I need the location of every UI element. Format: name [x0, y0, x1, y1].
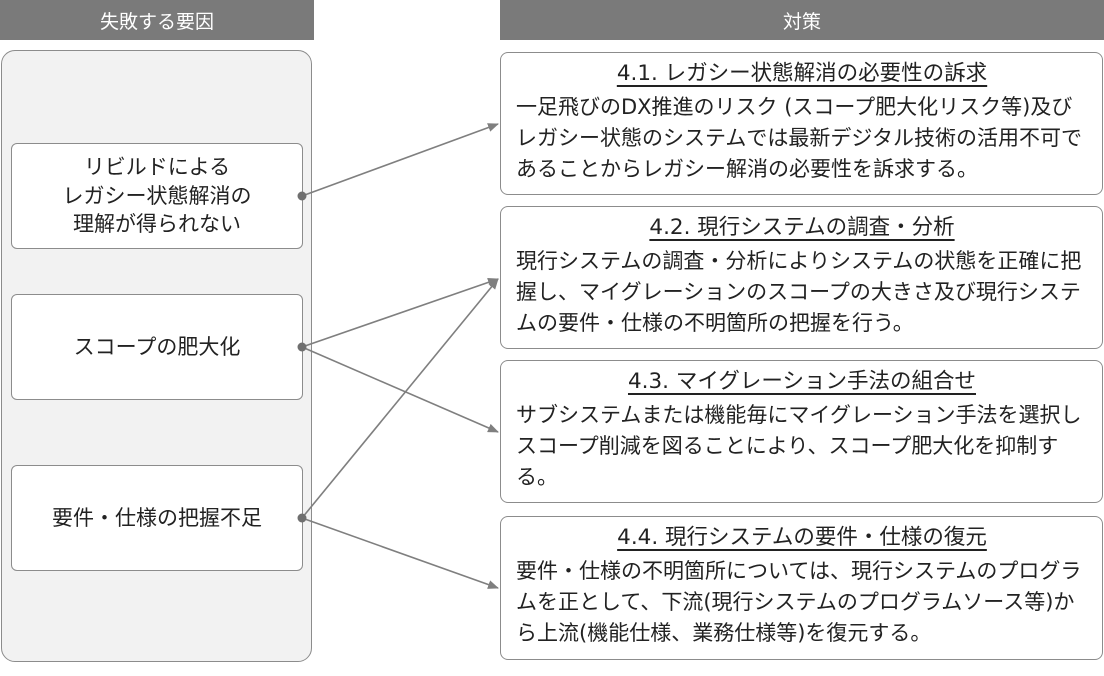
measure-title: 4.4. 現行システムの要件・仕様の復元 — [617, 525, 987, 550]
connector-origin-dot — [297, 191, 307, 201]
causes-header: 失敗する要因 — [0, 0, 314, 40]
measure-title: 4.3. マイグレーション手法の組合せ — [627, 369, 976, 394]
connector-arrow — [301, 517, 499, 589]
measure-title: 4.2. 現行システムの調査・分析 — [649, 215, 955, 240]
cause-line: スコープの肥大化 — [73, 334, 241, 359]
connector-origin-dot — [297, 342, 307, 352]
cause-box-rebuild-understanding: リビルドによる レガシー状態解消の 理解が得られない — [11, 143, 303, 249]
measure-box-4-3: 4.3. マイグレーション手法の組合せ サブシステムまたは機能毎にマイグレーショ… — [500, 360, 1103, 503]
measure-body: サブシステムまたは機能毎にマイグレーション手法を選択しスコープ削減を図ることによ… — [516, 403, 1082, 489]
connector-arrow — [301, 278, 499, 519]
measure-body: 一足飛びのDX推進のリスク (スコープ肥大化リスク等)及びレガシー状態のシステム… — [516, 95, 1082, 181]
connector-arrow — [301, 346, 499, 433]
cause-line: レガシー状態解消の — [62, 183, 252, 208]
connector-origin-dot — [297, 513, 307, 523]
measure-body: 現行システムの調査・分析によりシステムの状態を正確に把握し、マイグレーションのス… — [516, 249, 1082, 335]
cause-line: 要件・仕様の把握不足 — [52, 505, 262, 530]
cause-line: リビルドによる — [83, 154, 231, 179]
measure-box-4-4: 4.4. 現行システムの要件・仕様の復元 要件・仕様の不明箇所については、現行シ… — [500, 516, 1103, 660]
cause-line: 理解が得られない — [73, 212, 241, 237]
measure-box-4-2: 4.2. 現行システムの調査・分析 現行システムの調査・分析によりシステムの状態… — [500, 206, 1103, 349]
measures-header: 対策 — [500, 0, 1104, 40]
measure-box-4-1: 4.1. レガシー状態解消の必要性の訴求 一足飛びのDX推進のリスク (スコープ… — [500, 52, 1103, 195]
measure-title: 4.1. レガシー状態解消の必要性の訴求 — [616, 61, 988, 86]
connector-arrow — [301, 278, 499, 348]
measure-body: 要件・仕様の不明箇所については、現行システムのプログラムを正として、下流(現行シ… — [516, 559, 1082, 645]
cause-box-scope-bloat: スコープの肥大化 — [11, 294, 303, 400]
connector-arrow — [301, 123, 499, 197]
